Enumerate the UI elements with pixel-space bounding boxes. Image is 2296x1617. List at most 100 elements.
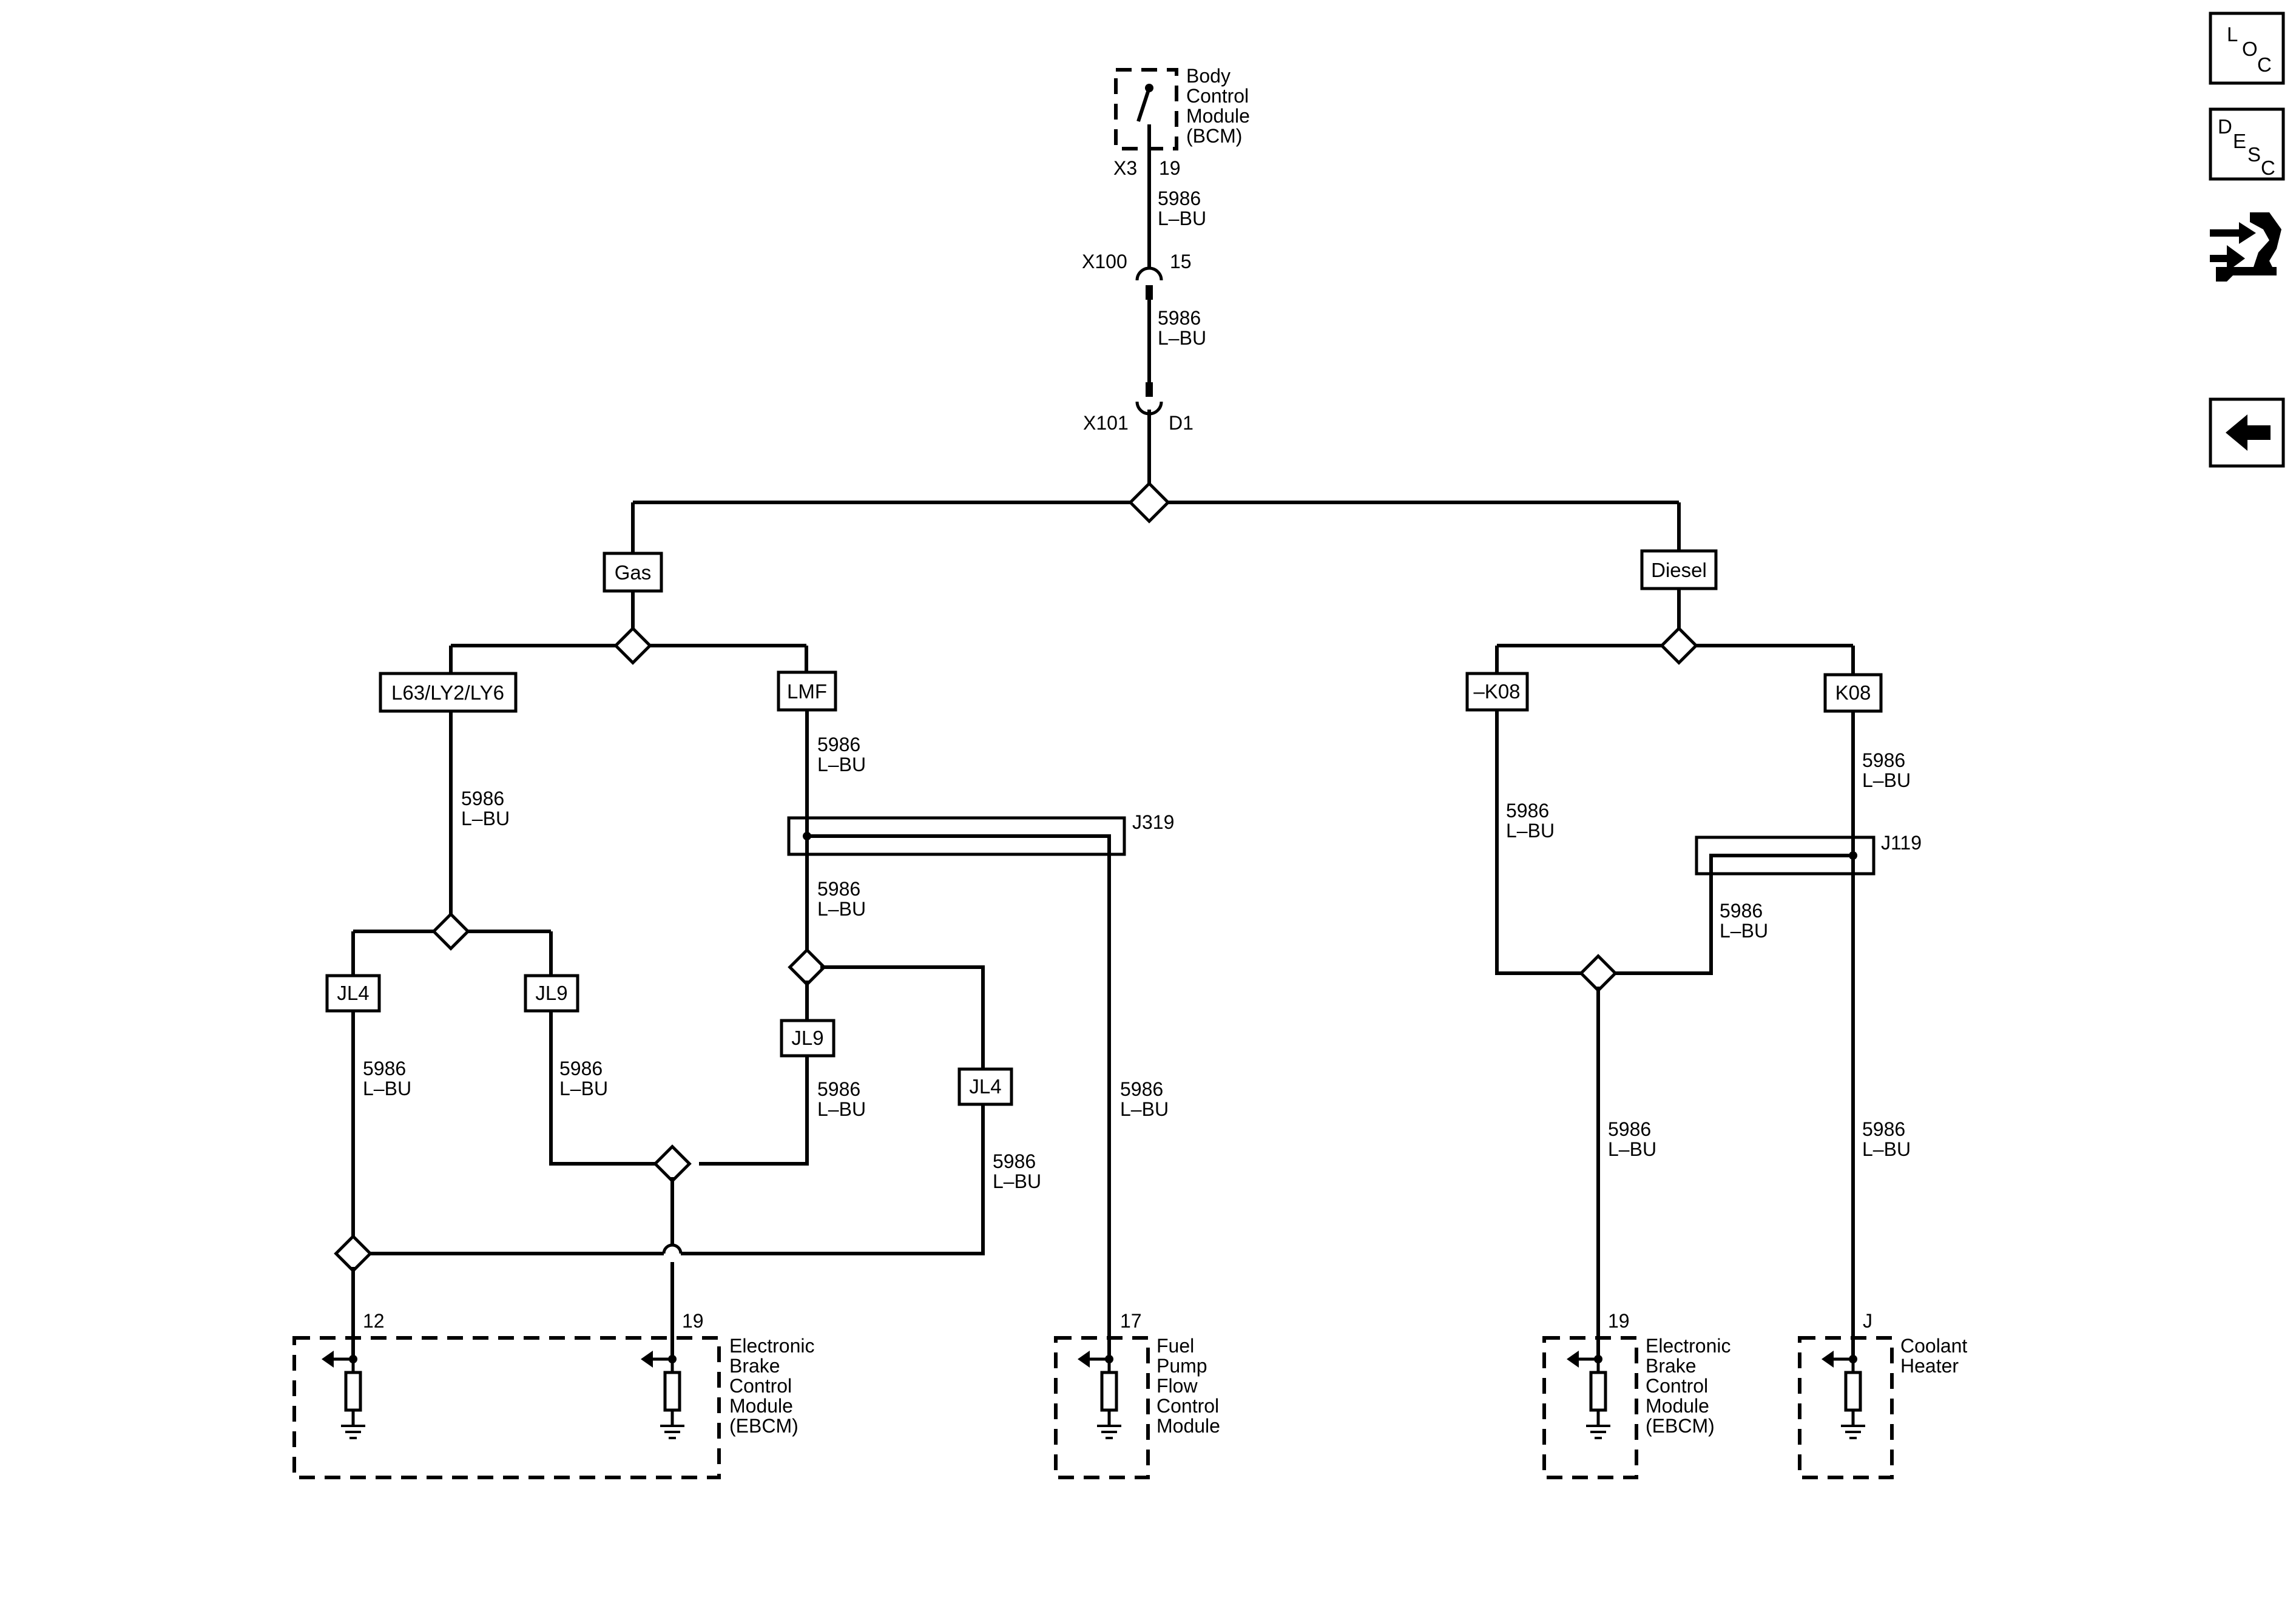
ebcm-diesel-module: 19 Electronic Brake Control Module (EBCM… <box>1542 1310 1731 1479</box>
module-input-circuits <box>322 1351 1865 1439</box>
svg-text:5986: 5986 <box>1120 1078 1163 1100</box>
bcm-connector: X3 <box>1113 157 1137 179</box>
input-arrow-head <box>1822 1351 1834 1368</box>
svg-text:S: S <box>2247 143 2261 166</box>
svg-text:L–BU: L–BU <box>1720 920 1768 942</box>
ebcm-gas-module: 12 19 Electronic Brake Control Module (E… <box>292 1310 815 1479</box>
ground-symbol <box>341 1425 365 1439</box>
svg-text:Control: Control <box>1646 1375 1708 1397</box>
input-arrow-head <box>322 1351 334 1368</box>
bcm-label-4: (BCM) <box>1186 125 1242 147</box>
svg-text:E: E <box>2233 130 2246 152</box>
wire-circuit-2: 5986 <box>1158 307 1201 329</box>
diesel-option-tag: Diesel <box>1651 559 1707 581</box>
svg-text:L–BU: L–BU <box>363 1078 411 1099</box>
svg-text:O: O <box>2242 38 2258 60</box>
svg-text:5986: 5986 <box>1608 1118 1651 1140</box>
input-arrow-head <box>1078 1351 1090 1368</box>
ebcm-diesel-pin: 19 <box>1608 1310 1630 1332</box>
svg-text:5986: 5986 <box>1862 1118 1905 1140</box>
svg-text:L–BU: L–BU <box>1862 769 1911 791</box>
k08-option-tag: K08 <box>1835 681 1871 704</box>
x100-connector: X100 <box>1082 251 1127 272</box>
svg-text:(EBCM): (EBCM) <box>1646 1415 1715 1437</box>
svg-text:L–BU: L–BU <box>1862 1138 1911 1160</box>
desc-button[interactable]: D E S C <box>2209 107 2285 181</box>
svg-text:Electronic: Electronic <box>1646 1335 1731 1357</box>
svg-text:5986: 5986 <box>817 878 860 900</box>
gas-option-tag: Gas <box>615 561 652 584</box>
svg-text:5986: 5986 <box>1862 749 1905 771</box>
jl9-option-tag-lmf: JL9 <box>791 1027 823 1049</box>
wire-color-1: L–BU <box>1158 208 1206 229</box>
svg-text:Control: Control <box>1156 1395 1219 1417</box>
x101-connector: X101 <box>1083 412 1129 434</box>
svg-text:5986: 5986 <box>1506 800 1549 822</box>
loc-button[interactable]: L O C <box>2209 12 2285 85</box>
svg-text:Control: Control <box>729 1375 792 1397</box>
svg-text:5986: 5986 <box>817 734 860 755</box>
input-arrow-head <box>1567 1351 1579 1368</box>
ground-symbol <box>1097 1425 1121 1439</box>
service-wrench-icon[interactable] <box>2210 212 2281 282</box>
pull-down-resistor <box>344 1371 362 1412</box>
not-k08-option-tag: –K08 <box>1473 680 1520 703</box>
back-arrow-icon[interactable] <box>2209 397 2285 468</box>
svg-text:L–BU: L–BU <box>1608 1138 1656 1160</box>
svg-text:5986: 5986 <box>461 788 504 809</box>
wire-color-2: L–BU <box>1158 327 1206 349</box>
j319-label: J319 <box>1132 811 1174 833</box>
bcm-label-2: Control <box>1186 85 1249 107</box>
svg-text:C: C <box>2257 53 2272 76</box>
svg-text:L: L <box>2227 23 2238 46</box>
svg-text:Module: Module <box>1646 1395 1709 1417</box>
main-splice <box>1128 481 1170 524</box>
svg-text:Fuel: Fuel <box>1156 1335 1194 1357</box>
svg-text:Module: Module <box>729 1395 793 1417</box>
svg-text:D: D <box>2218 115 2232 138</box>
svg-text:L–BU: L–BU <box>817 1098 866 1120</box>
ground-symbol <box>1586 1425 1610 1439</box>
pull-down-resistor <box>1844 1371 1862 1412</box>
svg-text:Heater: Heater <box>1900 1355 1959 1377</box>
lmf-option-tag: LMF <box>787 680 827 703</box>
jl4-option-tag-lmf: JL4 <box>969 1075 1001 1098</box>
j119-splice-pack <box>1695 836 1876 876</box>
coolant-heater-pin: J <box>1863 1310 1872 1332</box>
svg-text:L–BU: L–BU <box>559 1078 608 1099</box>
svg-text:L–BU: L–BU <box>993 1170 1041 1192</box>
pull-down-resistor <box>1100 1371 1118 1412</box>
svg-text:L–BU: L–BU <box>1506 820 1555 842</box>
bcm-label-3: Module <box>1186 105 1250 127</box>
svg-text:5986: 5986 <box>559 1058 603 1079</box>
svg-text:L–BU: L–BU <box>461 808 510 829</box>
bcm-label-1: Body <box>1186 65 1231 87</box>
jl4-option-tag: JL4 <box>337 982 369 1004</box>
svg-text:L–BU: L–BU <box>817 898 866 920</box>
jl9-option-tag: JL9 <box>535 982 567 1004</box>
svg-text:Flow: Flow <box>1156 1375 1198 1397</box>
svg-text:Brake: Brake <box>729 1355 780 1377</box>
svg-text:Pump: Pump <box>1156 1355 1207 1377</box>
wire-circuit-1: 5986 <box>1158 187 1201 209</box>
bcm-pin: 19 <box>1159 157 1181 179</box>
svg-text:L–BU: L–BU <box>817 754 866 775</box>
svg-text:5986: 5986 <box>363 1058 406 1079</box>
pull-down-resistor <box>663 1371 681 1412</box>
pull-down-resistor <box>1589 1371 1607 1412</box>
diesel-branch: –K08 K08 5986 L–BU 5986 L–BU J119 5986 L… <box>1465 589 1922 1359</box>
svg-text:C: C <box>2261 157 2275 179</box>
l63-option-tag: L63/LY2/LY6 <box>391 681 504 704</box>
svg-text:(EBCM): (EBCM) <box>729 1415 799 1437</box>
j119-label: J119 <box>1881 832 1922 854</box>
ebcm-gas-pin-12: 12 <box>363 1310 385 1332</box>
ebcm-gas-pin-19: 19 <box>682 1310 704 1332</box>
svg-text:L–BU: L–BU <box>1120 1098 1169 1120</box>
svg-text:5986: 5986 <box>817 1078 860 1100</box>
svg-text:Module: Module <box>1156 1415 1220 1437</box>
svg-text:5986: 5986 <box>1720 900 1763 922</box>
x101-pin: D1 <box>1169 412 1194 434</box>
ground-symbol <box>1841 1425 1865 1439</box>
input-arrow-head <box>641 1351 653 1368</box>
